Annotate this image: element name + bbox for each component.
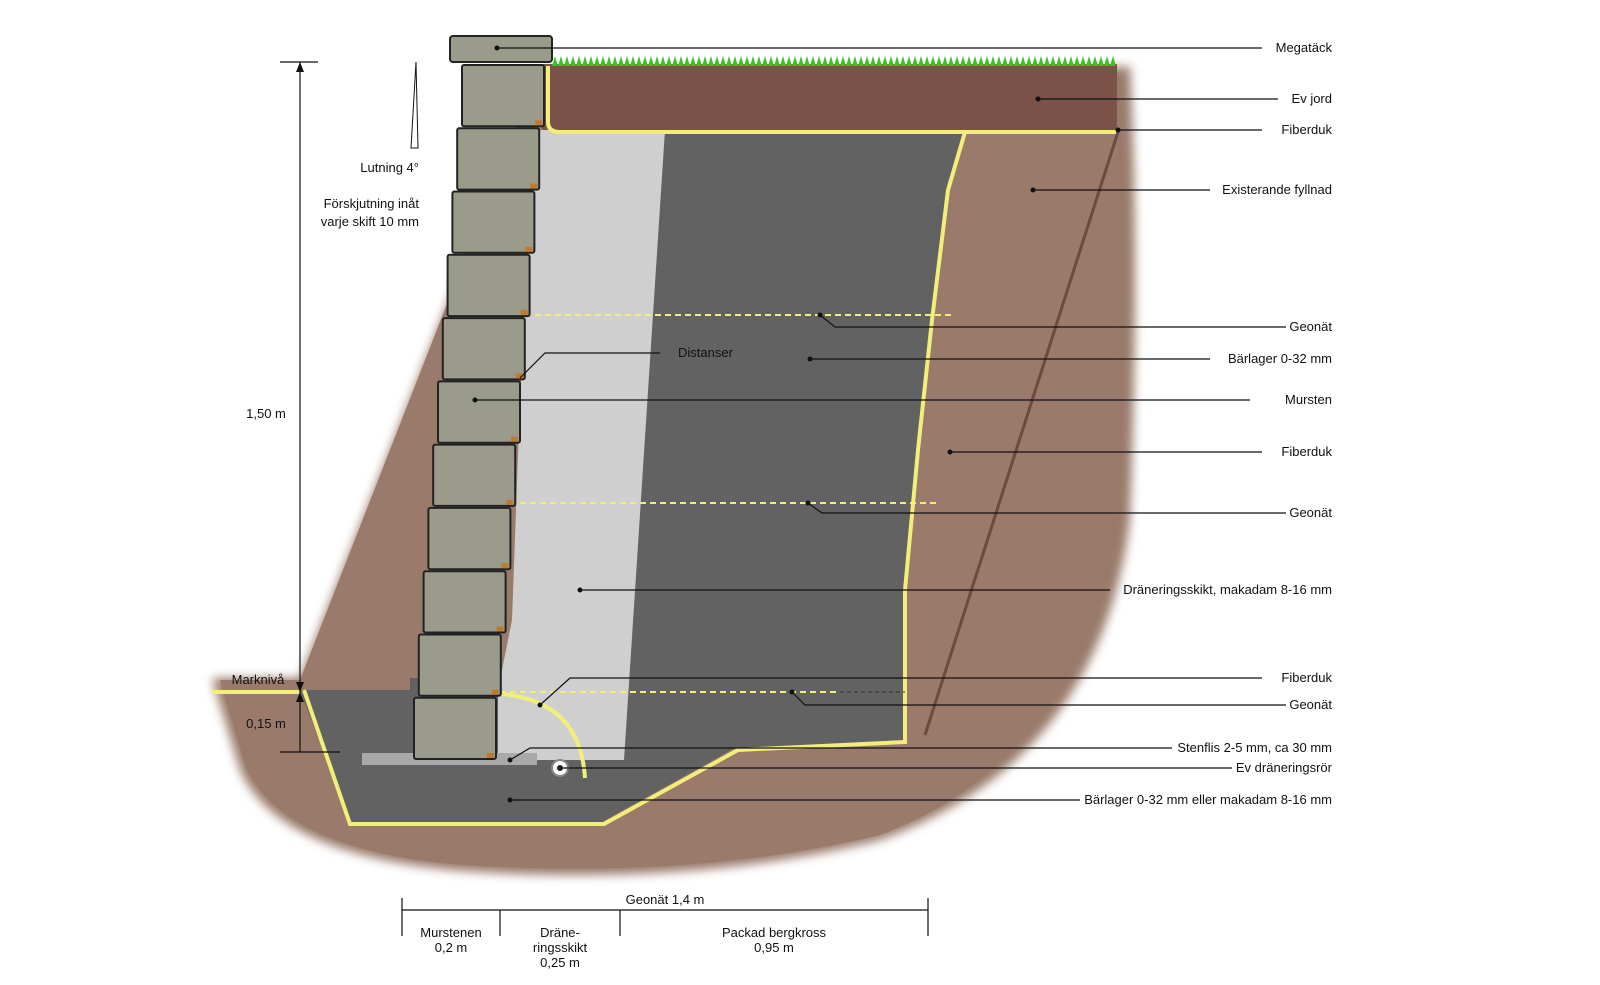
block-spacer xyxy=(501,563,509,569)
leader-geonat-3 xyxy=(791,691,1286,706)
block-spacer xyxy=(511,436,518,442)
label-geonat-2: Geonät xyxy=(1289,505,1332,520)
col2-line1: Dräne- xyxy=(540,925,580,940)
label-ev-jord: Ev jord xyxy=(1292,91,1332,106)
wall-block xyxy=(437,380,521,444)
fiber-fabric-drain-wrap xyxy=(499,692,587,779)
fiber-fabric-top xyxy=(546,66,1118,134)
label-geonat-3: Geonät xyxy=(1289,697,1332,712)
wall-block xyxy=(413,696,497,761)
col1-line1: Murstenen xyxy=(420,925,481,940)
label-mursten: Mursten xyxy=(1285,392,1332,407)
leader-lines xyxy=(475,47,1286,801)
leader-geonat-1 xyxy=(819,314,1286,328)
height-dimension xyxy=(280,61,340,753)
block-spacer xyxy=(525,246,533,252)
label-barlager: Bärlager 0-32 mm xyxy=(1228,351,1332,366)
height-arrow-top xyxy=(296,62,304,72)
label-fiberduk-mid: Fiberduk xyxy=(1281,444,1332,459)
col1-line2: 0,2 m xyxy=(435,940,468,955)
slope-indicator-icon xyxy=(410,61,419,149)
block-spacer xyxy=(535,120,542,126)
grass xyxy=(552,56,1116,66)
wall-block xyxy=(427,506,512,571)
label-megatack: Megatäck xyxy=(1276,40,1333,55)
col3-line1: Packad bergkross xyxy=(722,925,827,940)
label-geonat-1: Geonät xyxy=(1289,319,1332,334)
block-spacer xyxy=(487,753,494,758)
block-spacer xyxy=(496,626,504,632)
grass-blades xyxy=(552,56,1116,66)
block-spacer xyxy=(515,373,523,379)
cap-stone xyxy=(449,35,553,63)
leader-stenflis xyxy=(509,747,1172,761)
label-dranror: Ev dräneringsrör xyxy=(1236,760,1333,775)
offset-label-line2: varje skift 10 mm xyxy=(321,214,419,229)
height-label: 1,50 m xyxy=(246,406,286,421)
col2-line2: ringsskikt xyxy=(533,940,588,955)
block-spacer xyxy=(520,310,528,316)
label-existerande-fyllnad: Existerande fyllnad xyxy=(1222,182,1332,197)
label-fiberduk-top: Fiberduk xyxy=(1281,122,1332,137)
wall-block xyxy=(451,190,536,254)
bottom-dimension-bar xyxy=(401,898,929,936)
leader-fiberduk-low xyxy=(539,677,1262,706)
drainage-layer xyxy=(498,130,665,760)
leader-distanser xyxy=(519,352,660,379)
wall-block xyxy=(461,64,545,128)
label-fiberduk-low: Fiberduk xyxy=(1281,670,1332,685)
col3-line2: 0,95 m xyxy=(754,940,794,955)
wall-block xyxy=(446,253,531,318)
label-stenflis: Stenflis 2-5 mm, ca 30 mm xyxy=(1177,740,1332,755)
height-arrow-bottom xyxy=(296,682,304,692)
label-dranering: Dräneringsskikt, makadam 8-16 mm xyxy=(1123,582,1332,597)
block-spacer xyxy=(506,499,514,505)
wall-block xyxy=(417,633,502,697)
total-geonet-label: Geonät 1,4 m xyxy=(626,892,705,907)
offset-label-line1: Förskjutning inåt xyxy=(324,196,420,211)
col2-line3: 0,25 m xyxy=(540,955,580,970)
depth-label: 0,15 m xyxy=(246,716,286,731)
ground-level-label: Marknivå xyxy=(232,672,286,687)
label-distanser: Distanser xyxy=(678,345,734,360)
leader-dots xyxy=(472,45,1121,803)
wall-block xyxy=(441,317,526,381)
depth-arrow-top xyxy=(296,692,304,702)
wall-block xyxy=(432,443,517,507)
block-spacer xyxy=(530,183,538,189)
existing-slope-line xyxy=(923,131,1120,736)
slope-label: Lutning 4° xyxy=(360,160,419,175)
label-barlager-bottom: Bärlager 0-32 mm eller makadam 8-16 mm xyxy=(1084,792,1332,807)
topsoil xyxy=(542,64,1117,130)
block-spacer xyxy=(491,689,499,695)
leader-geonat-2 xyxy=(807,502,1286,514)
wall-block xyxy=(422,570,507,634)
wall-blocks xyxy=(413,64,545,761)
wall-block xyxy=(456,127,541,191)
fiber-fabric-back xyxy=(302,131,967,826)
